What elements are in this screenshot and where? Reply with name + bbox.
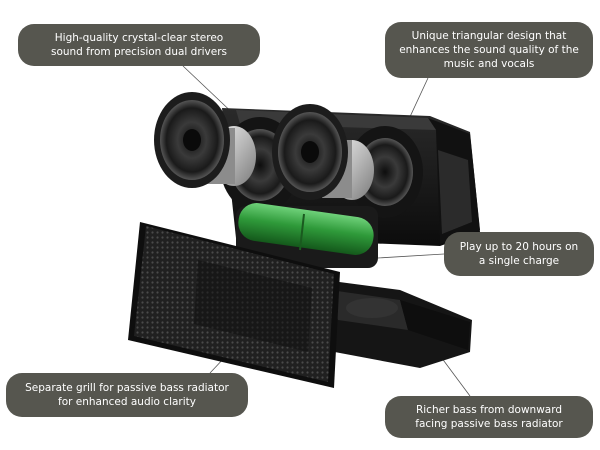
callout-design: Unique triangular design that enhances t…	[385, 22, 593, 78]
grill-icon	[128, 222, 340, 388]
callout-radiator: Richer bass from downward facing passive…	[385, 396, 593, 438]
right-driver	[272, 104, 374, 200]
callout-battery: Play up to 20 hours on a single charge	[444, 232, 594, 276]
left-driver	[154, 92, 256, 188]
battery-icon	[236, 203, 378, 268]
leader-line-battery	[377, 253, 445, 259]
callout-grill: Separate grill for passive bass radiator…	[6, 373, 248, 417]
callout-drivers: High-quality crystal-clear stereo sound …	[18, 24, 260, 66]
